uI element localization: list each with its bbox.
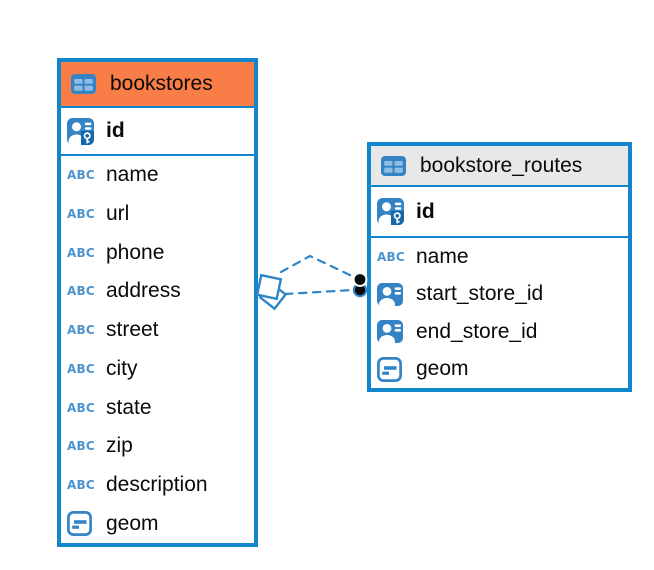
column-row[interactable]: ABC url	[67, 195, 250, 234]
column-name: name	[106, 163, 159, 187]
text-type-icon: ABC	[67, 168, 95, 183]
column-name: phone	[106, 240, 165, 264]
column-name: city	[106, 356, 138, 380]
column-name: address	[106, 279, 181, 303]
text-type-icon: ABC	[67, 361, 95, 376]
column-name: state	[106, 395, 152, 419]
column-row[interactable]: ABC street	[67, 311, 250, 350]
column-row-pk[interactable]: id	[371, 187, 628, 238]
column-row[interactable]: ABC city	[67, 350, 250, 389]
table-name: bookstores	[110, 72, 213, 95]
column-name: description	[106, 472, 208, 496]
column-row[interactable]: end_store_id	[377, 313, 624, 351]
reference-person-icon	[377, 282, 407, 306]
column-name: start_store_id	[416, 282, 544, 306]
reference-person-icon	[377, 320, 407, 344]
relationship-line-upper[interactable]	[279, 254, 356, 279]
column-row[interactable]: ABC address	[67, 272, 250, 311]
primary-key-icon	[67, 117, 97, 145]
column-row[interactable]: ABC description	[67, 466, 250, 505]
column-row[interactable]: geom	[377, 351, 624, 389]
relationship-line-lower[interactable]	[283, 288, 355, 296]
text-type-icon: ABC	[67, 477, 95, 492]
column-name: end_store_id	[416, 319, 538, 343]
text-type-icon: ABC	[67, 284, 95, 299]
column-name: name	[416, 244, 469, 268]
column-row[interactable]: ABC state	[67, 388, 250, 427]
table-header-bookstore-routes[interactable]: bookstore_routes	[371, 146, 628, 187]
text-type-icon: ABC	[67, 400, 95, 415]
column-row[interactable]: ABC name	[377, 238, 624, 276]
table-icon	[381, 155, 411, 176]
table-icon	[71, 74, 101, 94]
column-name: geom	[106, 511, 159, 535]
table-node-bookstores[interactable]: bookstores	[57, 58, 258, 547]
column-row[interactable]: ABC phone	[67, 233, 250, 272]
text-type-icon: ABC	[67, 323, 95, 338]
column-row[interactable]: geom	[67, 504, 250, 543]
relationship-diamond-endpoint[interactable]	[255, 273, 288, 311]
text-type-icon: ABC	[67, 207, 95, 222]
table-node-bookstore-routes[interactable]: bookstore_routes	[367, 142, 632, 392]
column-list: ABC name start_s	[371, 238, 628, 388]
text-type-icon: ABC	[67, 439, 95, 454]
column-name: id	[106, 119, 125, 142]
primary-key-icon	[377, 198, 407, 225]
text-type-icon: ABC	[67, 245, 95, 260]
column-name: street	[106, 318, 159, 342]
column-row[interactable]: ABC name	[67, 156, 250, 195]
column-list: ABC name ABC url ABC phone ABC address A…	[61, 156, 254, 543]
table-name: bookstore_routes	[420, 153, 583, 177]
column-name: id	[416, 199, 435, 223]
column-row[interactable]: ABC zip	[67, 427, 250, 466]
geometry-type-icon	[67, 511, 97, 537]
column-row-pk[interactable]: id	[61, 108, 254, 156]
column-name: url	[106, 202, 130, 226]
column-name: geom	[416, 357, 469, 381]
table-header-bookstores[interactable]: bookstores	[61, 62, 254, 108]
text-type-icon: ABC	[377, 249, 405, 264]
relationship-dot-endpoint[interactable]	[352, 272, 368, 298]
column-row[interactable]: start_store_id	[377, 276, 624, 314]
geometry-type-icon	[377, 356, 407, 382]
column-name: zip	[106, 434, 133, 458]
